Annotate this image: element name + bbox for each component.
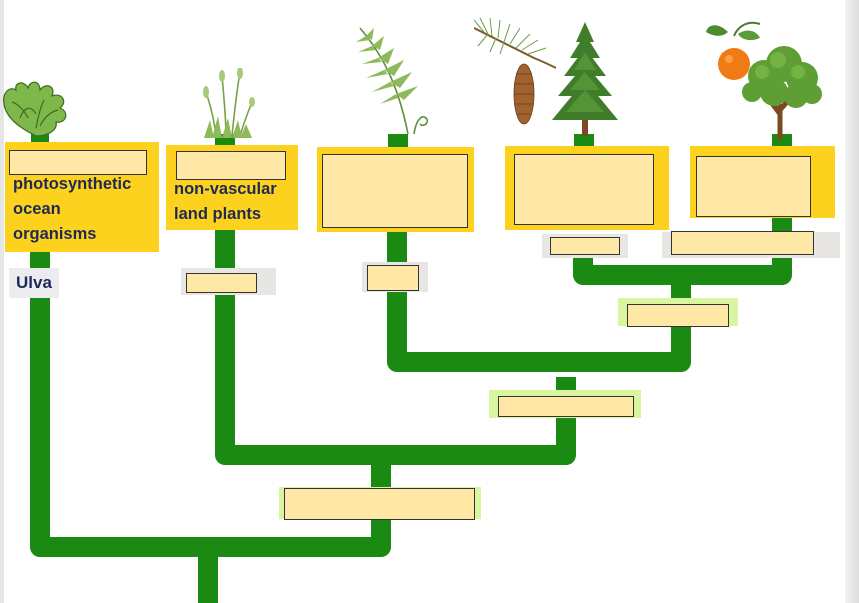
group-description: photosynthetic ocean organisms <box>13 175 132 243</box>
blank-answer-box[interactable] <box>322 154 468 228</box>
flowering-tree-icon <box>742 46 822 140</box>
stem-conifer <box>574 134 594 148</box>
stem-tree <box>772 134 792 148</box>
blank-answer-box[interactable] <box>176 151 286 180</box>
stem-fern <box>388 134 408 148</box>
blank-answer-box[interactable] <box>514 154 654 225</box>
moss-icon <box>203 68 255 138</box>
blank-answer-box[interactable] <box>9 150 147 175</box>
blank-answer-box[interactable] <box>186 273 257 293</box>
right-border <box>845 0 859 603</box>
pine-cone-icon <box>474 18 556 125</box>
blank-answer-box[interactable] <box>284 488 475 520</box>
left-border <box>0 0 4 603</box>
blank-answer-box[interactable] <box>671 231 814 255</box>
blank-answer-box[interactable] <box>627 304 729 327</box>
stem-tree-lower <box>772 218 792 232</box>
blank-answer-box[interactable] <box>367 265 419 291</box>
branch-fern-split <box>387 230 691 372</box>
conifer-icon <box>552 22 618 136</box>
fern-icon <box>356 27 429 135</box>
blank-answer-box[interactable] <box>498 396 634 417</box>
example-label-ulva: Ulva <box>9 268 59 298</box>
stem-seaweed <box>31 134 49 144</box>
group-description: non-vascular land plants <box>174 180 277 223</box>
blank-answer-box[interactable] <box>550 237 620 255</box>
seaweed-icon <box>3 81 67 137</box>
orange-fruit-icon <box>706 21 761 80</box>
blank-answer-box[interactable] <box>696 156 811 217</box>
